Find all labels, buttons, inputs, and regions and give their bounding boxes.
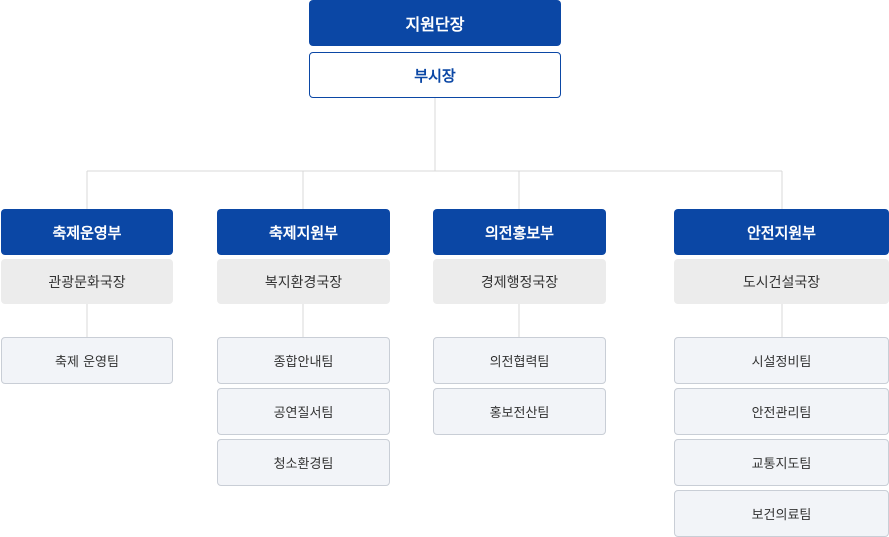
bureau-box: 도시건설국장 xyxy=(674,259,889,304)
dept-box: 안전지원부 xyxy=(674,209,889,255)
head-box: 지원단장 xyxy=(309,0,561,46)
deputy-box: 부시장 xyxy=(309,52,561,98)
team-box: 공연질서팀 xyxy=(217,388,390,435)
dept-box: 의전홍보부 xyxy=(433,209,606,255)
bureau-box: 경제행정국장 xyxy=(433,259,606,304)
bureau-box: 관광문화국장 xyxy=(1,259,173,304)
team-box: 청소환경팀 xyxy=(217,439,390,486)
team-box: 보건의료팀 xyxy=(674,490,889,537)
dept-box: 축제지원부 xyxy=(217,209,390,255)
team-box: 홍보전산팀 xyxy=(433,388,606,435)
bureau-box: 복지환경국장 xyxy=(217,259,390,304)
team-box: 시설정비팀 xyxy=(674,337,889,384)
team-box: 의전협력팀 xyxy=(433,337,606,384)
team-box: 교통지도팀 xyxy=(674,439,889,486)
team-box: 종합안내팀 xyxy=(217,337,390,384)
dept-box: 축제운영부 xyxy=(1,209,173,255)
team-box: 축제 운영팀 xyxy=(1,337,173,384)
team-box: 안전관리팀 xyxy=(674,388,889,435)
